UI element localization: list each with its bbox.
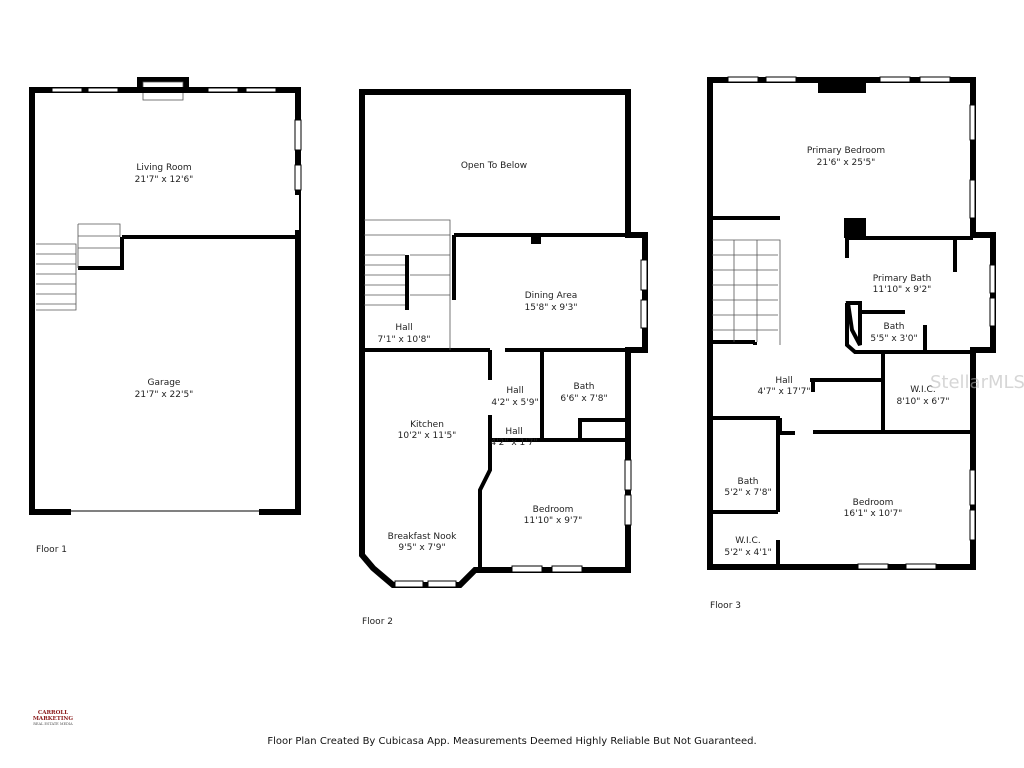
room-name: Hall [395, 323, 412, 333]
company-logo: CARROLL MARKETING REAL ESTATE MEDIA [22, 710, 84, 726]
logo-name: CARROLL MARKETING [32, 710, 74, 722]
room-size: 16'1" x 10'7" [844, 509, 903, 519]
room-size: 10'2" x 11'5" [398, 431, 457, 441]
room-size: 8'10" x 6'7" [897, 397, 950, 407]
logo-tagline: REAL ESTATE MEDIA [33, 722, 73, 726]
room-size: 5'2" x 7'8" [724, 488, 771, 498]
room-size: 4'2" x 5'9" [491, 398, 538, 408]
floor-label: Floor 3 [710, 601, 741, 611]
room-name: Open To Below [461, 161, 527, 171]
floor-label: Floor 2 [362, 617, 393, 627]
room-size: 7'1" x 10'8" [378, 335, 431, 345]
room-size: 11'10" x 9'7" [524, 516, 583, 526]
room-size: 11'10" x 9'2" [873, 285, 932, 295]
room-size: 4'2" x 1'7" [490, 438, 537, 448]
room-size: 15'8" x 9'3" [525, 303, 578, 313]
floor-label: Floor 1 [36, 545, 67, 555]
room-name: Hall [775, 376, 792, 386]
room-size: 4'7" x 17'7" [758, 387, 811, 397]
floor-3-plan: Primary Bedroom 21'6" x 25'5" Primary Ba… [707, 76, 996, 611]
room-name: Bedroom [853, 498, 894, 508]
room-name: Dining Area [525, 291, 578, 301]
room-size: 21'6" x 25'5" [817, 158, 876, 168]
room-name: Garage [148, 378, 181, 388]
room-size: 9'5" x 7'9" [398, 543, 445, 553]
room-size: 5'2" x 4'1" [724, 548, 771, 558]
room-name: Hall [505, 427, 522, 437]
room-size: 5'5" x 3'0" [870, 334, 917, 344]
floor-1-plan: Living Room 21'7" x 12'6" Garage 21'7" x… [29, 77, 302, 555]
room-name: Hall [506, 386, 523, 396]
room-name: Kitchen [410, 420, 444, 430]
room-name: Living Room [136, 163, 191, 173]
room-name: Breakfast Nook [388, 532, 457, 542]
room-name: Bath [574, 382, 595, 392]
room-size: 21'7" x 12'6" [135, 175, 194, 185]
room-name: Bedroom [533, 505, 574, 515]
room-size: 6'6" x 7'8" [560, 394, 607, 404]
room-name: Primary Bedroom [807, 146, 885, 156]
room-size: 21'7" x 22'5" [135, 390, 194, 400]
floor-2-plan: Open To Below Dining Area 15'8" x 9'3" H… [359, 89, 648, 627]
room-name: W.I.C. [735, 536, 760, 546]
watermark: StellarMLS [930, 372, 1024, 393]
room-name: Bath [738, 477, 759, 487]
footer-disclaimer: Floor Plan Created By Cubicasa App. Meas… [267, 736, 757, 747]
room-name: Bath [884, 322, 905, 332]
room-name: W.I.C. [910, 385, 935, 395]
room-name: Primary Bath [873, 274, 932, 284]
